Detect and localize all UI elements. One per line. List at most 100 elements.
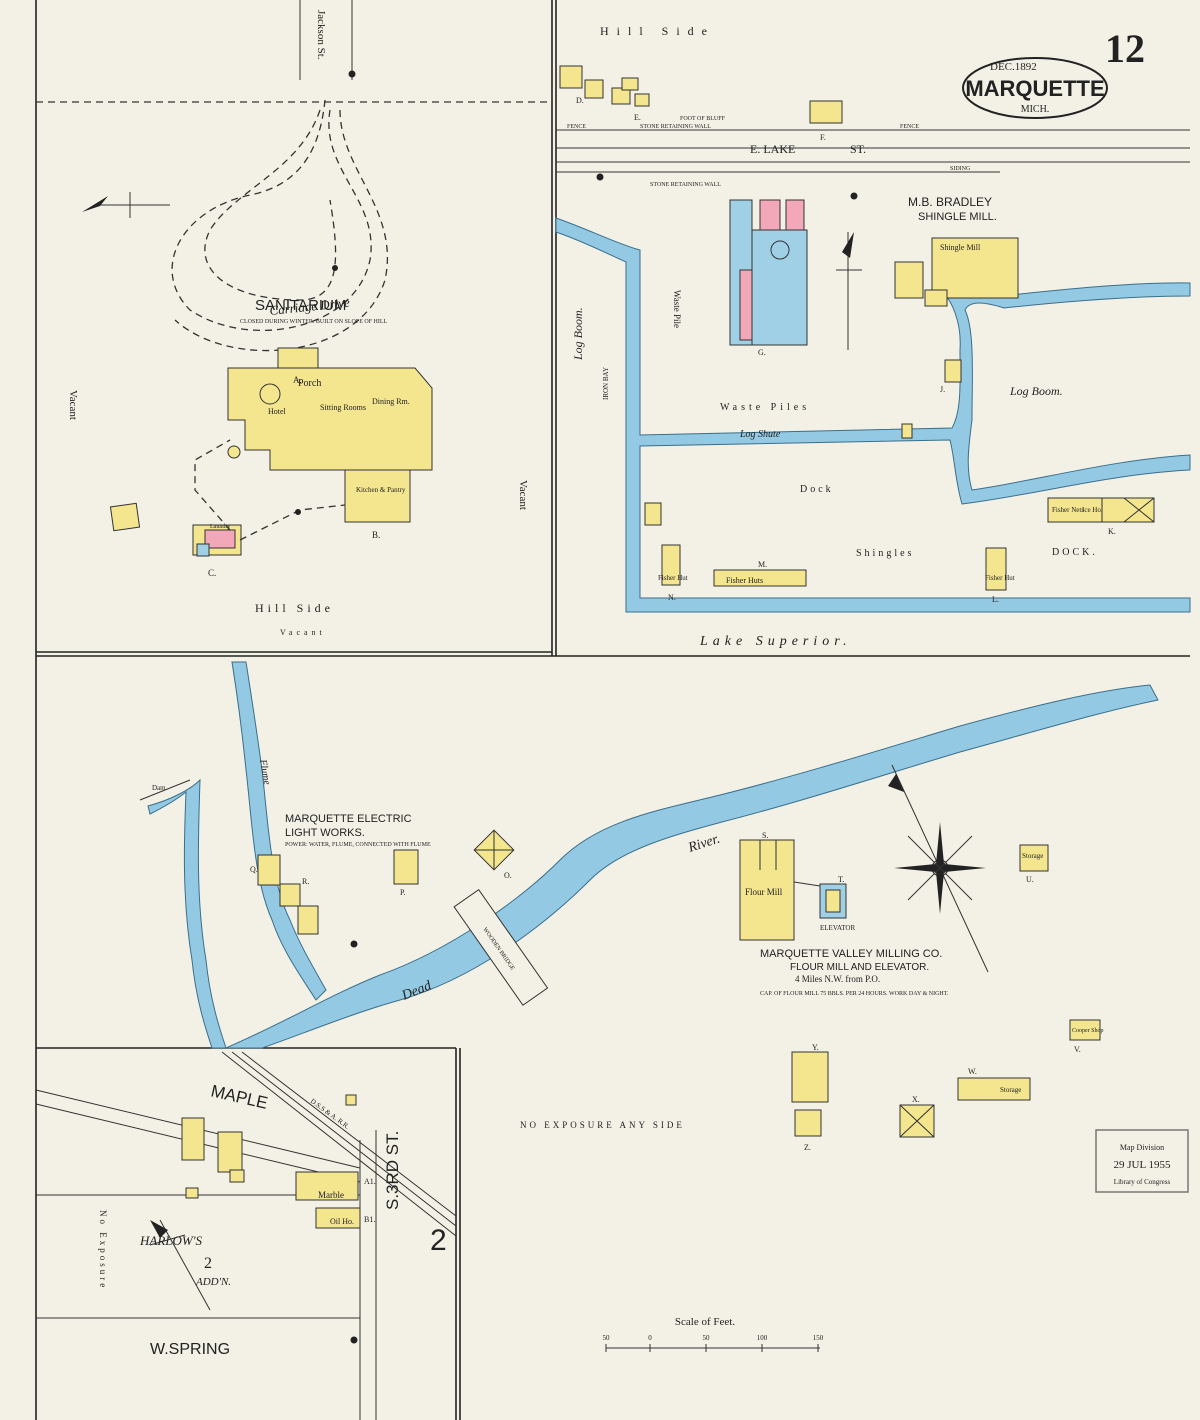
flume-channel (231, 661, 327, 1001)
hydrant-icon (350, 940, 358, 948)
tower-icon (259, 383, 281, 405)
block-number-inset: 2 (204, 1255, 212, 1272)
stamp-line-2: 29 JUL 1955 (1113, 1159, 1171, 1171)
electric-works-title: MARQUETTE ELECTRIC (285, 813, 412, 825)
bay-window-icon (227, 445, 241, 459)
dwelling (584, 79, 604, 99)
letter-k: K. (1108, 527, 1116, 536)
fisher-hut (661, 544, 681, 586)
sanitarium-steps (277, 347, 319, 369)
flour-mill-building (739, 839, 795, 941)
block-number: 2 (430, 1224, 447, 1257)
letter-t: T. (838, 875, 844, 884)
electric-works-title-2: LIGHT WORKS. (285, 827, 365, 839)
dwelling (621, 77, 639, 91)
storage-label: Storage (1022, 852, 1043, 860)
milling-co-title: MARQUETTE VALLEY MILLING CO. (760, 948, 942, 960)
hydrant-icon (350, 1336, 358, 1344)
laundry-stone (196, 543, 210, 557)
letter-z: Z. (804, 1143, 811, 1152)
letter-n: N. (668, 593, 676, 602)
letter-a1: A1. (364, 1177, 376, 1186)
siding-label: SIDING (950, 166, 971, 172)
outbuilding (109, 502, 141, 532)
letter-q: Q. (250, 865, 258, 874)
letter-w: W. (968, 1067, 977, 1076)
hotel-label: Hotel (268, 407, 287, 416)
stone-wall-label: STONE RETAINING WALL (640, 124, 711, 130)
shingle-mill-bldg-label: Shingle Mill (940, 243, 981, 252)
foot-of-bluff-label: FOOT OF BLUFF (680, 116, 726, 122)
no-exposure-label: NO EXPOSURE ANY SIDE (520, 1120, 685, 1130)
laundry-label: Laundry (210, 524, 230, 530)
s-3rd-street-label: S.3RD ST. (383, 1131, 402, 1210)
hydrant-icon (332, 265, 338, 271)
letter-v: V. (1074, 1045, 1081, 1054)
vacant-label-right: Vacant (517, 480, 529, 510)
scale-tick: 50 (703, 1334, 711, 1342)
letter-d: D. (576, 96, 584, 105)
scale-tick: 150 (813, 1334, 824, 1342)
kitchen-label: Kitchen & Pantry (356, 486, 406, 494)
dwelling (181, 1117, 205, 1161)
fence-label-2: FENCE (900, 124, 919, 130)
porch-label: Porch (298, 378, 321, 389)
shingle-mill-annex-2 (924, 289, 948, 307)
fisher-nets-label: Fisher Nets (1052, 506, 1084, 514)
storage-label-2: Storage (1000, 1086, 1021, 1094)
carriage-drive-outer (171, 99, 372, 331)
scale-tick: 50 (603, 1334, 611, 1342)
letter-s: S. (762, 831, 768, 840)
dwelling (611, 87, 631, 105)
ice-house-label: Ice Ho. (1082, 506, 1103, 514)
electric-works-annex (279, 883, 301, 907)
fence-label: FENCE (567, 124, 586, 130)
cooper-shop-label: Cooper Shop (1072, 1028, 1104, 1034)
elevator-core (825, 889, 841, 913)
jackson-street-label: Jackson St. (315, 10, 327, 60)
letter-o: O. (504, 871, 512, 880)
w-spring-street-label: W.SPRING (150, 1341, 230, 1358)
letter-g: G. (758, 348, 766, 357)
walk-path (194, 439, 231, 531)
oil-house (315, 1207, 361, 1229)
fisher-hut-label-2: Fisher Hut (985, 574, 1015, 582)
no-exposure-vertical: No Exposure (98, 1210, 108, 1290)
hydrant-icon (850, 192, 858, 200)
shed-z (794, 1109, 822, 1137)
stamp-line-3: Library of Congress (1114, 1178, 1171, 1186)
letter-j: J. (940, 385, 945, 394)
flour-mill-label: Flour Mill (745, 887, 783, 897)
dam-label: Dam (152, 784, 166, 792)
fisher-huts-label: Fisher Huts (726, 576, 763, 585)
fisher-hut-label: Fisher Hut (658, 574, 688, 582)
scale-bar: Scale of Feet. 50 0 50 100 150 (603, 1316, 824, 1352)
oil-house-label: Oil Ho. (330, 1217, 354, 1226)
letter-y: Y. (812, 1043, 819, 1052)
letter-b1: B1. (364, 1215, 375, 1224)
dwelling (217, 1131, 243, 1173)
stone-wall-label-2: STONE RETAINING WALL (650, 182, 721, 188)
mill-brick-stack (759, 199, 781, 231)
fisher-huts (713, 569, 807, 587)
shingles-label: Shingles (856, 548, 914, 559)
marble-label: Marble (318, 1190, 344, 1200)
warehouse-w (957, 1077, 1031, 1101)
log-shute-label: Log Shute (739, 429, 781, 440)
distance-label: 4 Miles N.W. from P.O. (795, 974, 880, 984)
letter-c: C. (208, 568, 216, 578)
log-boom-water (555, 217, 1191, 613)
waste-pile-label: Waste Pile (672, 290, 682, 328)
scale-label: Scale of Feet. (675, 1316, 735, 1328)
panel-dead-river: Dam Flume Dead River. WOODEN BRIDGE MARQ… (139, 661, 1189, 1352)
stamp-line-1: Map Division (1120, 1143, 1164, 1152)
cooper-shop (1069, 1019, 1101, 1041)
letter-p: P. (400, 888, 406, 897)
panel-sanitarium: Jackson St. Carriage Drive SANITARIUM CL… (36, 0, 552, 637)
title-cartouche: DEC.1892 MARQUETTE MICH. 12 (962, 26, 1145, 119)
sanitarium-note: CLOSED DURING WINTER. BUILT ON SLOPE OF … (240, 319, 388, 325)
wooden-bridge: WOODEN BRIDGE (453, 888, 549, 1006)
cartouche-ellipse (962, 57, 1108, 119)
flour-mill-elevator-title: FLOUR MILL AND ELEVATOR. (790, 962, 929, 973)
